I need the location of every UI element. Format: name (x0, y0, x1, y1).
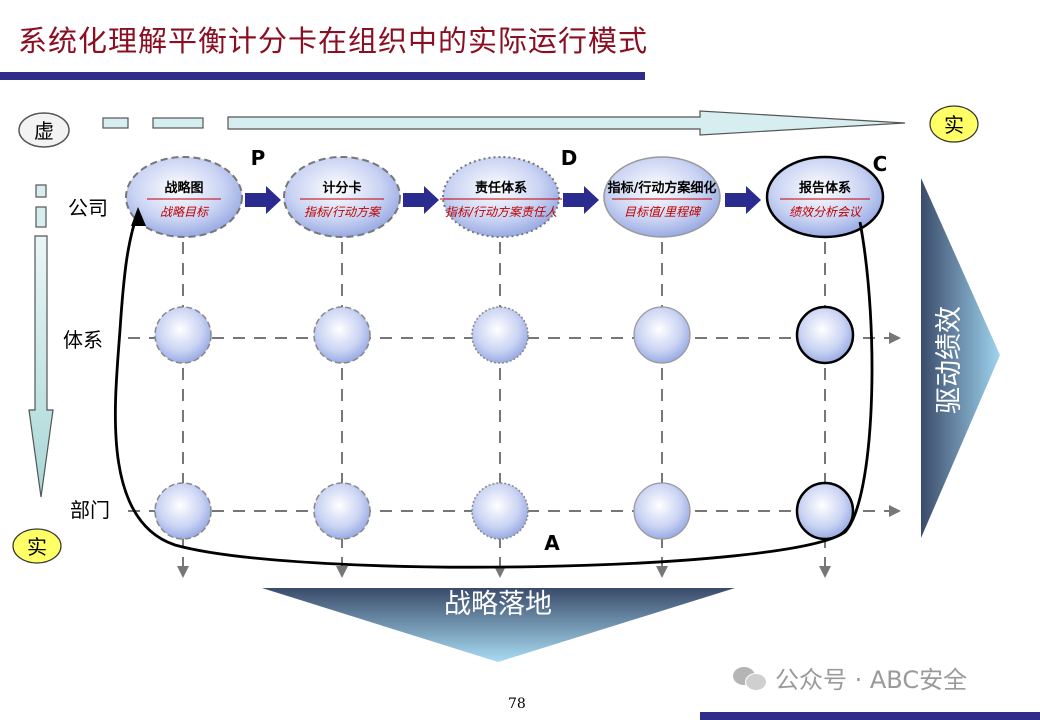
node-system-5 (795, 305, 855, 365)
pdca-p-label: P (251, 146, 266, 170)
drive-performance-arrow (921, 178, 1000, 538)
row-label-company: 公司 (68, 196, 108, 220)
pdca-a-label: A (544, 531, 560, 555)
stage-2-subtitle: 指标/行动方案 (304, 205, 382, 219)
node-system-4 (633, 306, 691, 364)
flow-arrow-2 (403, 186, 439, 214)
top-axis-dash-1 (102, 117, 129, 129)
node-dept-2 (313, 482, 371, 540)
row-label-department: 部门 (70, 498, 110, 522)
virtual-start-label: 虚 (34, 119, 54, 143)
node-system-3 (471, 306, 529, 364)
stage-4-title: 指标/行动方案细化 (608, 180, 717, 196)
page-title: 系统化理解平衡计分卡在组织中的实际运行模式 (18, 24, 649, 58)
flow-arrow-3 (563, 186, 599, 214)
footer-bar (700, 712, 1040, 720)
title-underline-bar (0, 72, 645, 80)
real-end-label-left: 实 (27, 535, 47, 559)
left-axis-dash-1 (35, 184, 47, 198)
virtual-start-badge (18, 112, 70, 148)
strategy-landing-label: 战略落地 (444, 589, 552, 620)
node-dept-1 (154, 482, 212, 540)
stage-5-subtitle: 绩效分析会议 (789, 205, 863, 219)
stage-2-title: 计分卡 (322, 180, 361, 196)
node-system-1 (154, 306, 212, 364)
page-number: 78 (508, 696, 526, 712)
row-label-system: 体系 (63, 328, 103, 352)
top-axis-arrow (227, 110, 906, 136)
left-axis-dash-2 (35, 206, 47, 228)
real-end-badge-top (929, 105, 979, 143)
stage-4-subtitle: 目标值/里程碑 (624, 205, 702, 219)
stage-3: 责任体系 指标/行动方案责任人 (440, 156, 562, 238)
stage-3-title: 责任体系 (475, 180, 527, 196)
pdca-d-label: D (561, 146, 578, 170)
flow-arrow-4 (725, 186, 761, 214)
stage-1-subtitle: 战略目标 (160, 205, 210, 219)
flow-arrow-1 (245, 186, 281, 214)
node-dept-5 (795, 481, 855, 541)
stage-1-title: 战略图 (164, 180, 203, 196)
left-axis-arrow (28, 235, 54, 498)
stage-2: 计分卡 指标/行动方案 (283, 156, 401, 238)
strategy-landing-arrow (262, 588, 735, 662)
node-dept-3 (471, 482, 529, 540)
top-axis-dash-2 (152, 117, 204, 129)
watermark: 公众号 · ABC安全 (733, 660, 967, 695)
pdca-c-label: C (873, 152, 888, 176)
node-system-2 (313, 306, 371, 364)
stage-5: 报告体系 绩效分析会议 (765, 155, 885, 239)
stage-5-title: 报告体系 (799, 180, 851, 196)
stage-3-subtitle: 指标/行动方案责任人 (445, 205, 557, 219)
stage-4: 指标/行动方案细化 目标值/里程碑 (603, 156, 721, 238)
node-dept-4 (633, 482, 691, 540)
real-end-badge-left (12, 528, 62, 564)
real-end-label-top: 实 (944, 113, 964, 137)
drive-performance-label: 驱动绩效 (934, 306, 965, 414)
stage-1: 战略图 战略目标 (125, 156, 243, 238)
feedback-loop-arrowhead (131, 207, 146, 226)
wechat-icon (733, 664, 767, 692)
watermark-text: 公众号 · ABC安全 (775, 666, 968, 694)
feedback-loop-curve (113, 211, 874, 569)
